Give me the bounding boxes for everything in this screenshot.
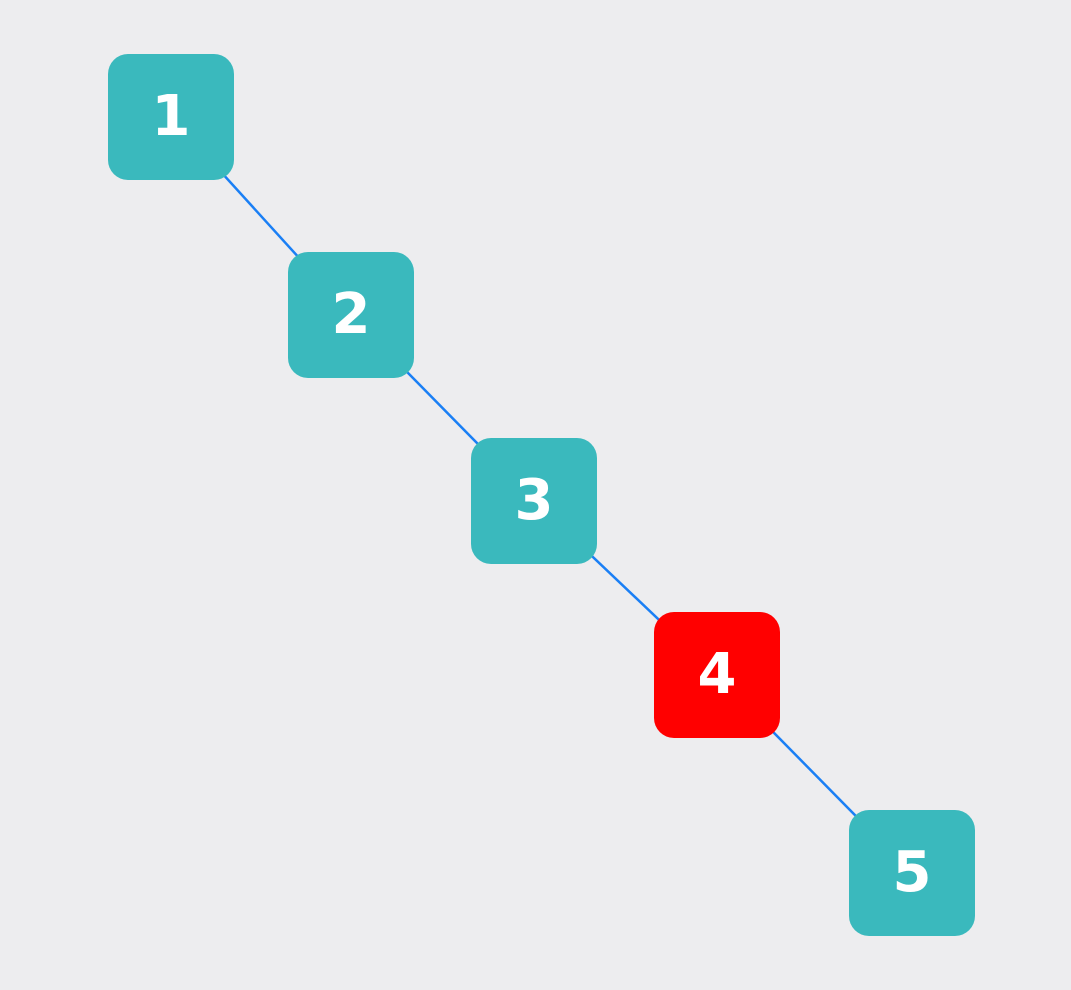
node-5-label: 5 <box>892 840 932 905</box>
node-2[interactable]: 2 <box>288 252 414 378</box>
node-3-label: 3 <box>514 468 554 533</box>
node-1[interactable]: 1 <box>108 54 234 180</box>
node-2-label: 2 <box>331 282 371 347</box>
node-4[interactable]: 4 <box>654 612 780 738</box>
node-5[interactable]: 5 <box>849 810 975 936</box>
node-3[interactable]: 3 <box>471 438 597 564</box>
node-1-label: 1 <box>151 84 191 149</box>
node-4-label: 4 <box>697 642 737 707</box>
